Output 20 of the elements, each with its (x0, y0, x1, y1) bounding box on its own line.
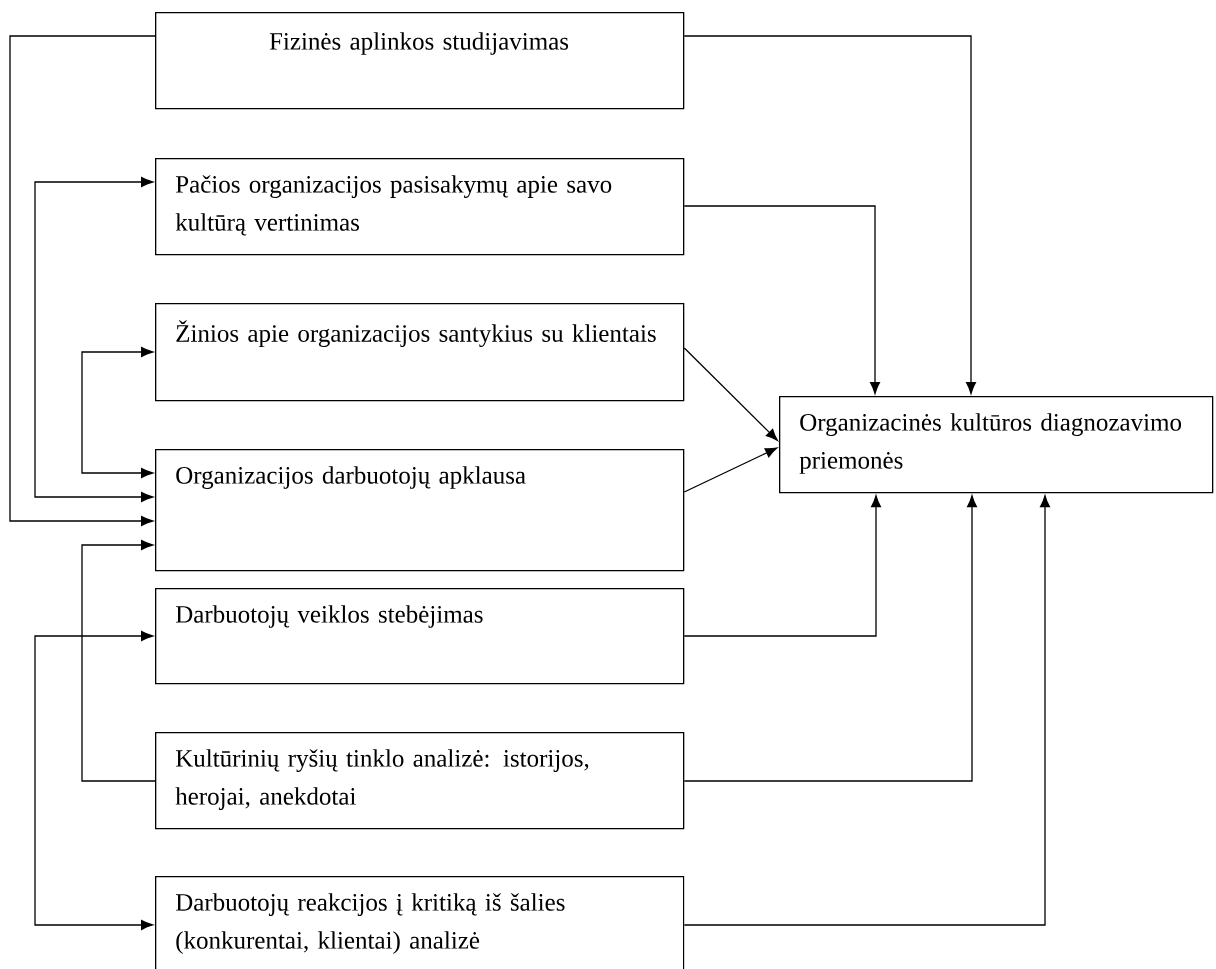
arrow (683, 35, 976, 395)
process-box: Fizinės aplinkos studijavimas (155, 12, 685, 110)
arrow (81, 347, 154, 478)
arrow (34, 177, 154, 502)
process-box: Organizacijos darbuotojų apklausa (155, 449, 685, 572)
process-box: Darbuotojų reakcijos į kritiką iš šalies (konkurentai, klientai) analizė (155, 876, 685, 969)
arrow (34, 631, 154, 930)
process-box: Organizacinės kultūros diagnozavimo priemonės (779, 396, 1214, 494)
process-box: Kultūrinių ryšių tinklo analizė: istorijos, herojai, anekdotai (155, 732, 685, 830)
process-box: Darbuotojų veiklos stebėjimas (155, 588, 685, 685)
arrow (683, 495, 977, 782)
process-box: Žinios apie organizacijos santykius su klientais (155, 303, 685, 402)
arrow (683, 347, 778, 441)
arrow (683, 495, 881, 637)
arrow (9, 35, 156, 526)
arrow (683, 205, 880, 395)
arrow (683, 447, 778, 493)
arrow (81, 540, 156, 782)
arrow (683, 495, 1050, 926)
process-box: Pačios organizacijos pasisakymų apie savo kultūrą vertinimas (155, 158, 685, 256)
